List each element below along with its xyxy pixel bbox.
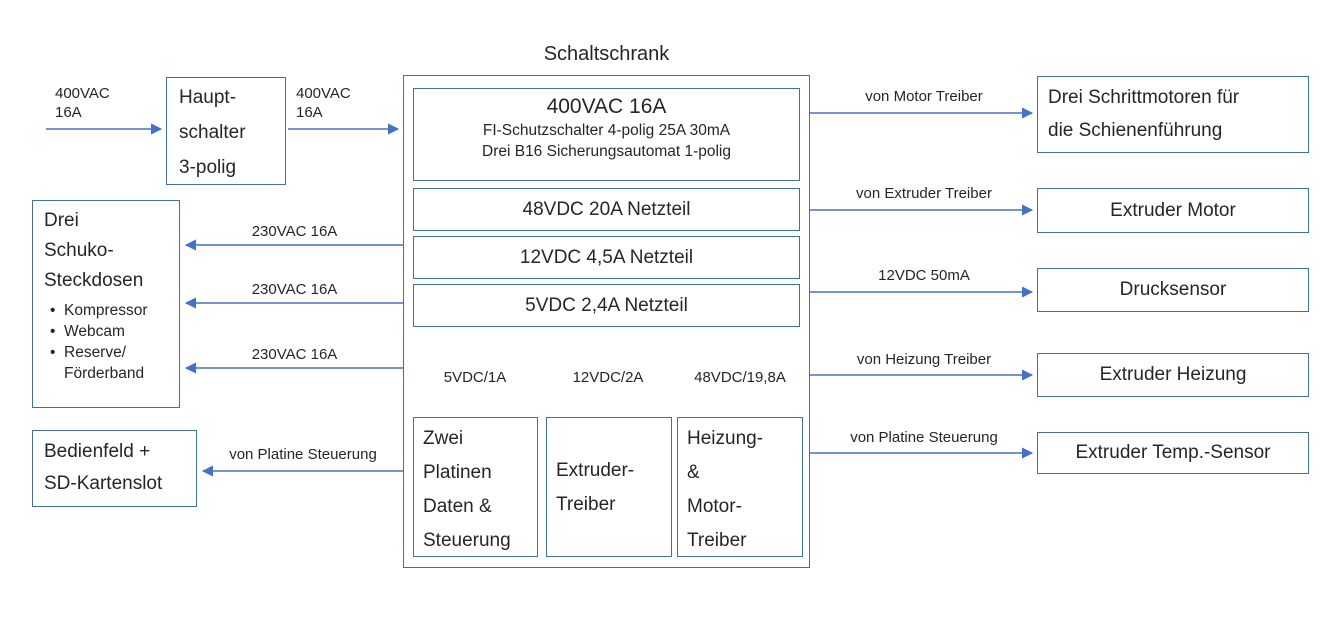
breaker-box: 400VAC 16A FI-Schutzschalter 4-polig 25A… (413, 88, 800, 181)
schuko-steckdosen-box: Drei Schuko- Steckdosen • Kompressor • W… (32, 200, 180, 408)
breaker-sicherungsautomat: Drei B16 Sicherungsautomat 1-polig (482, 143, 731, 160)
netzteil-12vdc-box: 12VDC 4,5A Netzteil (413, 236, 800, 279)
breaker-fi-schutzschalter: FI-Schutzschalter 4-polig 25A 30mA (482, 122, 731, 139)
bullet-icon: • (50, 344, 56, 361)
output-label-platine-steuerung: von Platine Steuerung (850, 429, 998, 446)
extruder-heizung-box: Extruder Heizung (1037, 353, 1309, 397)
schuko-title: Drei Schuko- Steckdosen (44, 210, 144, 291)
output-label-motor-treiber: von Motor Treiber (865, 88, 983, 105)
drucksensor-box: Drucksensor (1037, 268, 1309, 312)
schuko-feed-label-1: 230VAC 16A (251, 223, 338, 240)
diagram-title: Schaltschrank (543, 43, 670, 65)
list-item: • Webcam (44, 321, 179, 342)
bullet-reserve-foerderband: Reserve/ Förderband (64, 344, 145, 382)
breaker-title: 400VAC 16A (546, 95, 667, 118)
bullet-icon: • (50, 323, 56, 340)
bullet-webcam: Webcam (64, 323, 125, 340)
schrittmotoren-box: Drei Schrittmotoren für die Schienenführ… (1037, 76, 1309, 153)
hauptschalter-box: Haupt- schalter 3-polig (166, 77, 286, 185)
netzteil-5vdc-box: 5VDC 2,4A Netzteil (413, 284, 800, 327)
list-item: • Reserve/ Förderband (44, 342, 179, 384)
feed-label-48vdc: 48VDC/19,8A (694, 369, 786, 386)
mains-input-label: 400VAC 16A (55, 85, 110, 121)
feed-label-5vdc: 5VDC/1A (443, 369, 507, 386)
heizung-treiber-box: Heizung- & Motor- Treiber (677, 417, 803, 557)
extruder-treiber-box: Extruder- Treiber (546, 417, 672, 557)
bedienfeld-feed-label: von Platine Steuerung (229, 446, 377, 463)
bedienfeld-box: Bedienfeld + SD-Kartenslot (32, 430, 197, 507)
output-label-extruder-treiber: von Extruder Treiber (856, 185, 992, 202)
schuko-feed-label-3: 230VAC 16A (251, 346, 338, 363)
schuko-feed-label-2: 230VAC 16A (251, 281, 338, 298)
temp-sensor-box: Extruder Temp.-Sensor (1037, 432, 1309, 474)
output-label-12vdc-50ma: 12VDC 50mA (878, 267, 970, 284)
bullet-kompressor: Kompressor (64, 302, 148, 319)
switch-output-label: 400VAC 16A (296, 85, 351, 121)
platinen-box: Zwei Platinen Daten & Steuerung (413, 417, 538, 557)
list-item: • Kompressor (44, 300, 179, 321)
extruder-motor-box: Extruder Motor (1037, 188, 1309, 233)
schuko-bullet-list: • Kompressor • Webcam • Reserve/ Förderb… (44, 300, 179, 384)
netzteil-48vdc-box: 48VDC 20A Netzteil (413, 188, 800, 231)
output-label-heizung-treiber: von Heizung Treiber (856, 351, 992, 368)
feed-label-12vdc: 12VDC/2A (572, 369, 644, 386)
bullet-icon: • (50, 302, 56, 319)
